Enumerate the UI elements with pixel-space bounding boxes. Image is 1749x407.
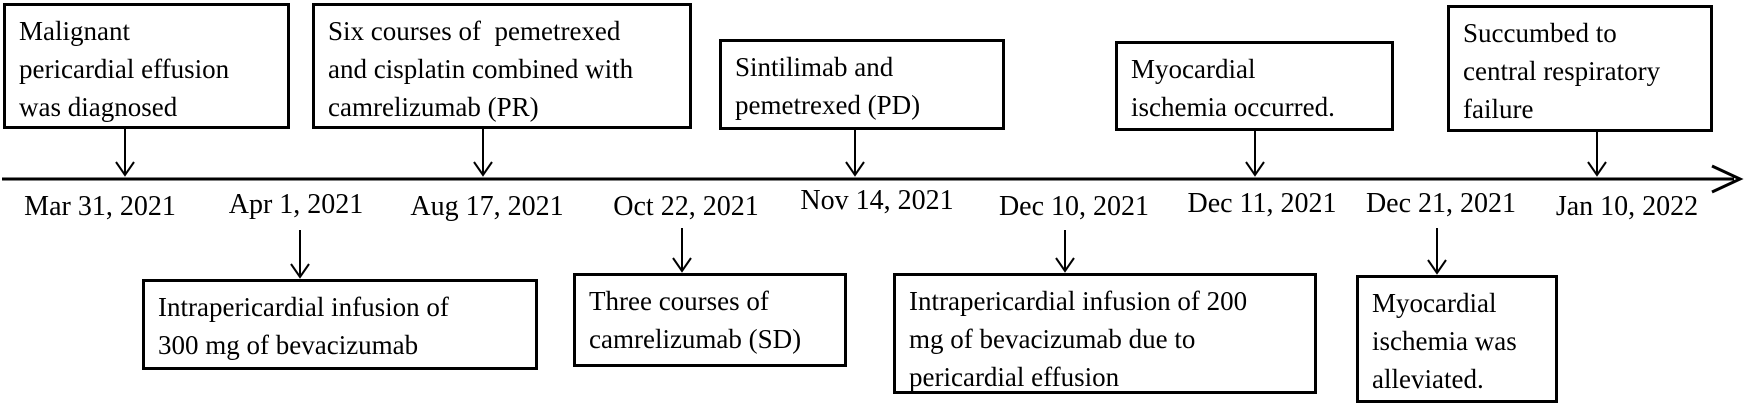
date-label-oct-22-2021: Oct 22, 2021 <box>613 191 759 222</box>
date-label-aug-17-2021: Aug 17, 2021 <box>410 191 564 222</box>
connector-arrow-apr-1-2021 <box>290 230 310 279</box>
connector-arrow-dec-11-2021 <box>1245 131 1265 177</box>
event-box-three-courses-camrelizumab: Three courses of camrelizumab (SD) <box>573 273 847 367</box>
date-label-dec-11-2021: Dec 11, 2021 <box>1187 188 1337 219</box>
connector-arrow-aug-17-2021 <box>473 129 493 177</box>
date-label-apr-1-2021: Apr 1, 2021 <box>228 189 364 220</box>
event-box-infusion-300mg: Intrapericardial infusion of 300 mg of b… <box>142 279 538 370</box>
date-label-dec-10-2021: Dec 10, 2021 <box>998 191 1150 222</box>
event-box-chemo-camrelizumab: Six courses of pemetrexed and cisplatin … <box>312 3 692 129</box>
event-box-myocardial-ischemia-occurred: Myocardial ischemia occurred. <box>1115 41 1394 131</box>
date-label-mar-31-2021: Mar 31, 2021 <box>24 191 176 222</box>
connector-arrow-jan-10-2022 <box>1587 132 1607 177</box>
event-box-infusion-200mg: Intrapericardial infusion of 200 mg of b… <box>893 273 1317 394</box>
event-box-ischemia-alleviated: Myocardial ischemia was alleviated. <box>1356 275 1558 403</box>
date-label-nov-14-2021: Nov 14, 2021 <box>800 185 954 216</box>
date-label-jan-10-2022: Jan 10, 2022 <box>1555 191 1699 222</box>
connector-arrow-mar-31-2021 <box>115 129 135 177</box>
event-box-succumbed: Succumbed to central respiratory failure <box>1447 5 1713 132</box>
event-box-sintilimab-pemetrexed: Sintilimab and pemetrexed (PD) <box>719 39 1005 130</box>
date-label-dec-21-2021: Dec 21, 2021 <box>1365 188 1517 219</box>
connector-arrow-dec-21-2021 <box>1427 228 1447 275</box>
connector-arrow-dec-10-2021 <box>1055 230 1075 273</box>
connector-arrow-nov-14-2021 <box>845 130 865 177</box>
event-box-diagnosis: Malignant pericardial effusion was diagn… <box>3 3 290 129</box>
timeline-axis-arrowhead-icon <box>1711 164 1744 194</box>
connector-arrow-oct-22-2021 <box>672 228 692 273</box>
